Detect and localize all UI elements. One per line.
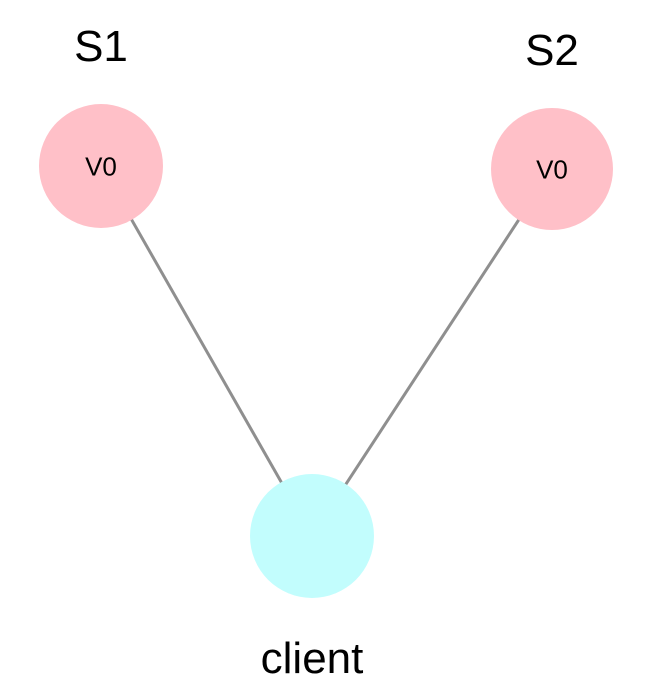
node-S1-circle[interactable] <box>39 104 163 228</box>
node-S2-value: V0 <box>536 154 568 184</box>
node-client-circle[interactable] <box>250 474 374 598</box>
node-S1-label: S1 <box>74 22 128 71</box>
node-client: client <box>250 474 374 683</box>
node-S1-value: V0 <box>85 151 117 181</box>
edge-S1-client <box>99 165 314 537</box>
node-S2-circle[interactable] <box>491 108 613 230</box>
edge-S2-client <box>310 168 554 537</box>
node-S1: V0 S1 <box>39 22 163 228</box>
node-S2-label: S2 <box>525 26 579 75</box>
node-S2: V0 S2 <box>491 26 613 230</box>
node-client-label: client <box>261 634 364 683</box>
